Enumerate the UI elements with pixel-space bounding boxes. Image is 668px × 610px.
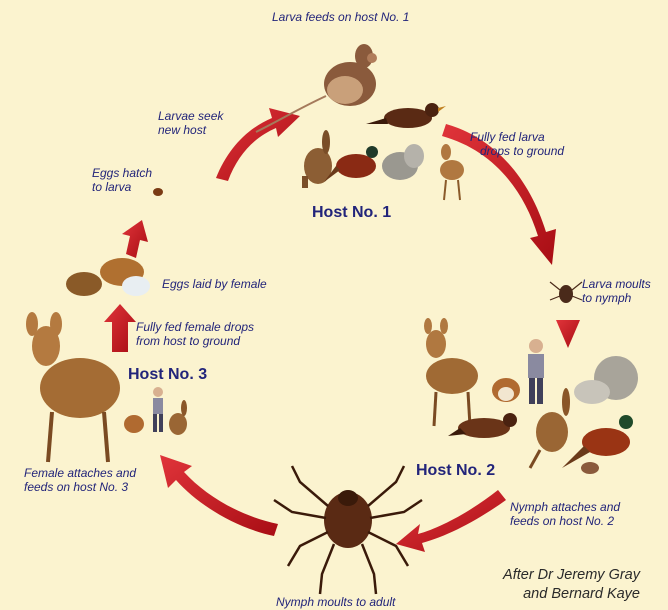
dog-icon <box>124 415 144 433</box>
label-eggs-laid: Eggs laid by female <box>162 277 267 291</box>
arrow-female-drops <box>104 304 136 352</box>
person-icon <box>528 339 544 404</box>
person-icon <box>153 387 163 432</box>
blackbird-icon <box>366 103 446 128</box>
squirrel-icon <box>382 144 424 180</box>
label-female-drops: Fully fed female drops from host to grou… <box>136 320 254 348</box>
deer-icon <box>440 144 464 200</box>
tick-icon <box>550 282 582 303</box>
dog-icon <box>492 378 520 402</box>
tick-icon <box>153 188 163 196</box>
pheasant-icon <box>324 146 378 182</box>
host-2-title: Host No. 2 <box>416 462 495 480</box>
hare-icon <box>530 388 570 468</box>
label-eggs-hatch: Eggs hatch to larva <box>92 166 152 194</box>
label-larva-moults: Larva moults to nymph <box>582 277 651 305</box>
label-nymph-attaches: Nymph attaches and feeds on host No. 2 <box>510 500 620 528</box>
label-larva-feeds: Larva feeds on host No. 1 <box>272 10 409 24</box>
host-1-title: Host No. 1 <box>312 204 391 222</box>
arrow-to-host3 <box>160 455 278 536</box>
hare-icon <box>169 400 187 435</box>
deer-icon <box>26 312 120 462</box>
tick-icon <box>274 466 422 594</box>
credit-text: After Dr Jeremy Gray and Bernard Kaye <box>503 566 640 604</box>
mouse-icon <box>581 462 599 474</box>
arrow-to-host2 <box>556 320 580 348</box>
label-female-attaches: Female attaches and feeds on host No. 3 <box>24 466 136 494</box>
arrow-larvae-seek <box>216 108 300 181</box>
blackbird-icon <box>448 413 517 438</box>
deer-icon <box>424 318 478 426</box>
label-nymph-moults: Nymph moults to adult <box>276 595 395 609</box>
squirrel-icon <box>574 356 638 404</box>
arrow-nymph-moults <box>396 490 506 552</box>
host-3-title: Host No. 3 <box>128 366 207 384</box>
label-larvae-seek: Larvae seek new host <box>158 109 223 137</box>
arrow-eggs-hatch <box>122 220 148 258</box>
pheasant-icon <box>562 415 633 468</box>
label-fully-fed-larva: Fully fed larva drops to ground <box>470 130 564 158</box>
eggs-icon <box>66 258 150 296</box>
